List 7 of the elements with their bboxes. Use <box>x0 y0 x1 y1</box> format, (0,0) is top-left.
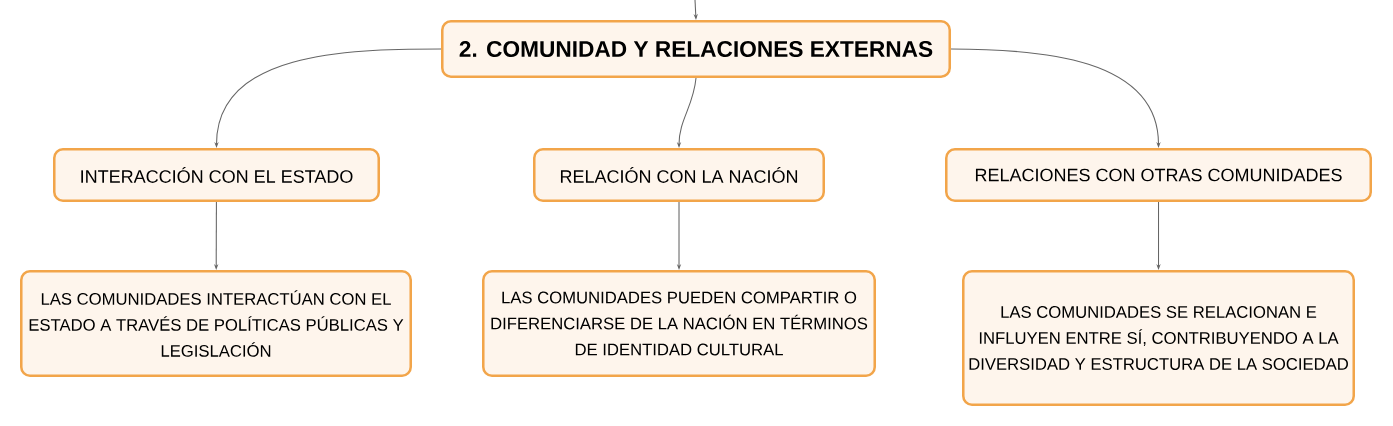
subtopic-box: RELACIÓN CON LA NACIÓN <box>533 148 825 202</box>
subtopic-box: INTERACCIÓN CON EL ESTADO <box>53 148 380 202</box>
description-box: LAS COMUNIDADES PUEDEN COMPARTIR O DIFERENCIARSE DE LA NACIÓN EN TÉRMINOS DE IDENTIDAD CULTURAL <box>482 270 876 377</box>
description-box: LAS COMUNIDADES INTERACTÚAN CON EL ESTADO A TRAVÉS DE POLÍTICAS PÚBLICAS Y LEGISLACIÓN <box>20 270 412 377</box>
subtopic-box: RELACIONES CON OTRAS COMUNIDADES <box>945 148 1372 202</box>
topic-box: 2. COMUNIDAD Y RELACIONES EXTERNAS <box>441 20 951 78</box>
description-box: LAS COMUNIDADES SE RELACIONAN E INFLUYEN ENTRE SÍ, CONTRIBUYENDO A LA DIVERSIDAD Y ESTRUCTURA DE LA SOCIEDAD <box>962 270 1355 406</box>
